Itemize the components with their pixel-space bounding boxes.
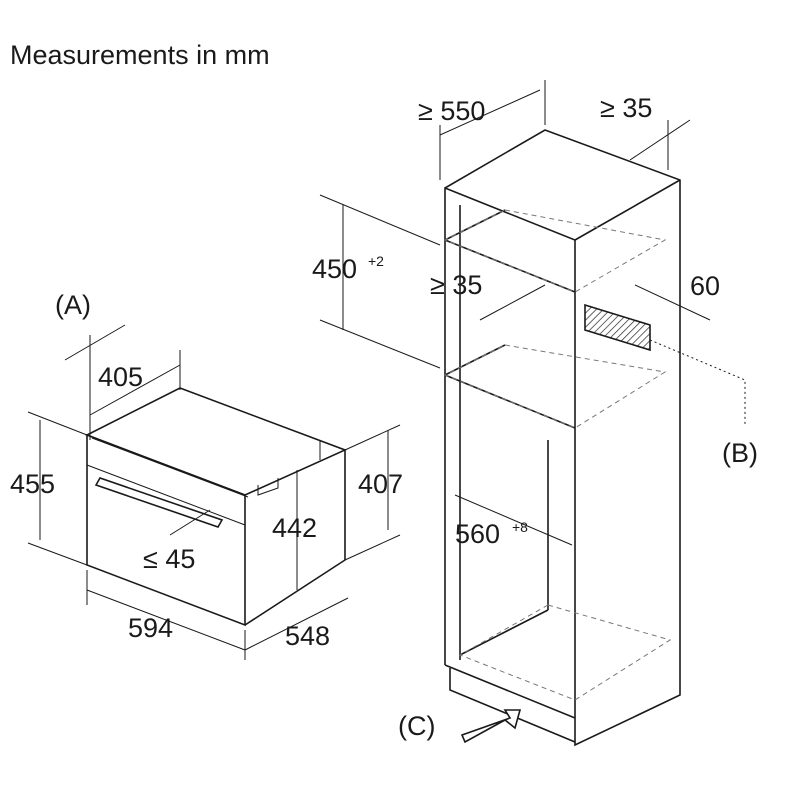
dim-455: 455 — [10, 469, 55, 499]
dim-handle: ≤ 45 — [143, 544, 195, 574]
dim-548: 548 — [285, 621, 330, 651]
cabinet-drawing — [443, 129, 746, 747]
dim-450: 450 — [312, 254, 357, 284]
dim-405: 405 — [98, 362, 143, 392]
dim-407: 407 — [358, 469, 403, 499]
oven-dimension-lines — [27, 324, 401, 660]
oven-drawing — [85, 387, 348, 627]
dim-shelf-35: ≥ 35 — [430, 270, 482, 300]
dim-450-tolerance: +2 — [368, 253, 384, 269]
label-a: (A) — [55, 290, 91, 320]
diagram-title: Measurements in mm — [10, 40, 270, 70]
dim-60: 60 — [690, 271, 720, 301]
label-c: (C) — [398, 711, 435, 741]
dim-560: 560 — [455, 519, 500, 549]
dim-rear-35: ≥ 35 — [600, 93, 652, 123]
cabinet-dimension-lines — [319, 80, 711, 546]
label-b: (B) — [722, 438, 758, 468]
dim-594: 594 — [128, 613, 173, 643]
dim-550: ≥ 550 — [418, 96, 485, 126]
dim-442: 442 — [272, 513, 317, 543]
dim-560-tolerance: +8 — [512, 519, 528, 535]
